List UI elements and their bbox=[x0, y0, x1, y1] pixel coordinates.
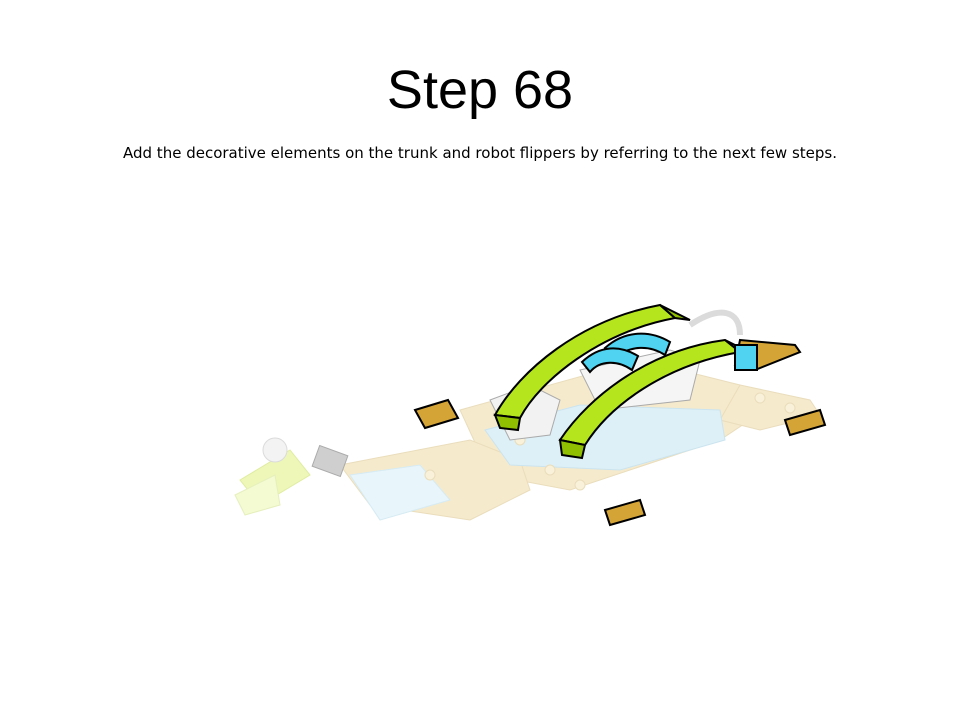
model-body bbox=[234, 309, 821, 521]
slide-instruction: Add the decorative elements on the trunk… bbox=[123, 144, 837, 162]
lego-model-illustration bbox=[234, 303, 827, 527]
tan-wedge-right bbox=[733, 338, 802, 372]
gold-tiles bbox=[413, 398, 827, 527]
cyan-arches bbox=[580, 332, 672, 374]
lime-arch-back bbox=[493, 303, 691, 432]
slide-title: Step 68 bbox=[386, 60, 574, 120]
